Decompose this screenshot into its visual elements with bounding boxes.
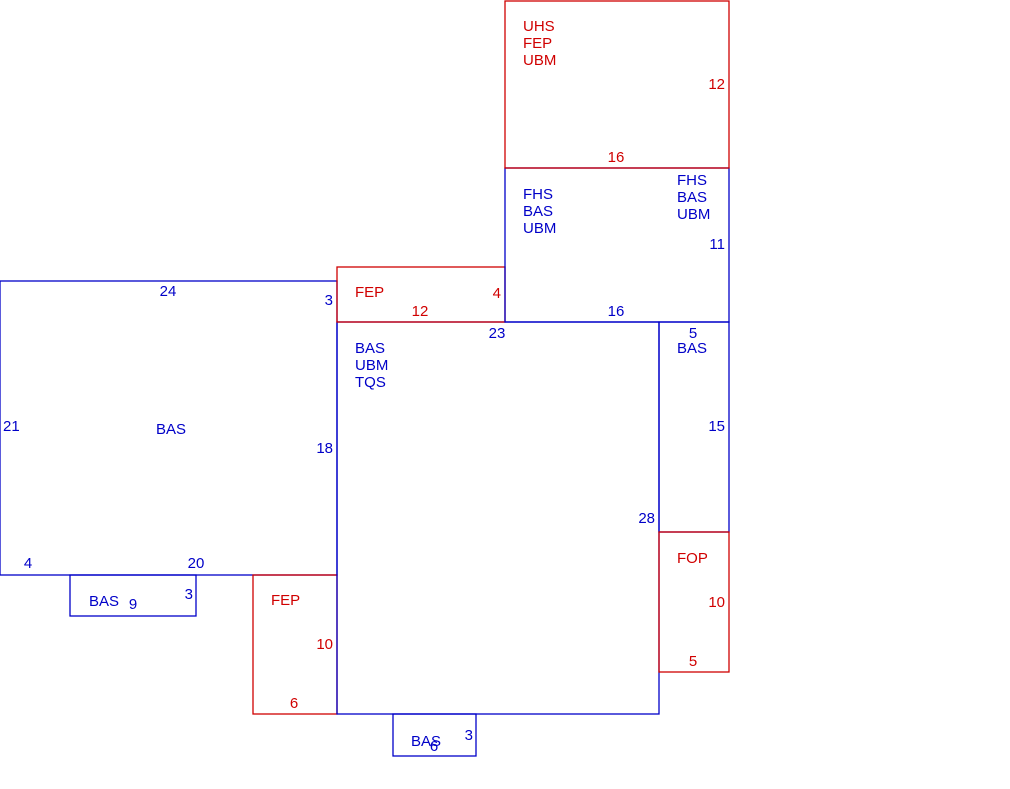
dimension-label: 3: [185, 586, 193, 603]
area-code-label: UBM: [523, 220, 556, 237]
dimension-label: 11: [709, 236, 725, 253]
dimension-label: 20: [188, 555, 205, 572]
area-code-label: BAS: [89, 593, 119, 610]
area-code-label: BAS: [677, 340, 707, 357]
dimension-label: 5: [689, 653, 697, 670]
dimension-label: 10: [316, 636, 333, 653]
dimension-label: 6: [290, 695, 298, 712]
right-fop-outline: [658, 531, 730, 673]
dimension-label: 16: [608, 303, 625, 320]
area-code-label: TQS: [355, 374, 386, 391]
dimension-label: 12: [708, 76, 725, 93]
dimension-label: 24: [160, 283, 177, 300]
area-code-label: BAS: [355, 340, 385, 357]
dimension-label: 18: [316, 440, 333, 457]
dimension-label: 9: [129, 596, 137, 613]
dimension-label: 3: [465, 727, 473, 744]
small-left-outline: [69, 574, 197, 617]
area-code-label: FOP: [677, 550, 708, 567]
area-code-label: FHS: [677, 172, 707, 189]
dimension-label: 15: [708, 418, 725, 435]
dimension-label: 12: [412, 303, 429, 320]
area-code-label: UBM: [355, 357, 388, 374]
dimension-label: 4: [493, 285, 501, 302]
dimension-label: 5: [689, 325, 697, 342]
area-code-label: FHS: [523, 186, 553, 203]
area-code-label: BAS: [411, 733, 441, 750]
area-code-label: BAS: [677, 189, 707, 206]
dimension-label: 4: [24, 555, 32, 572]
dimension-label: 3: [325, 292, 333, 309]
area-code-label: FEP: [523, 35, 552, 52]
dimension-label: 10: [708, 594, 725, 611]
area-code-label: UHS: [523, 18, 555, 35]
dimension-label: 21: [3, 418, 20, 435]
area-code-label: FEP: [355, 284, 384, 301]
dimension-label: 23: [489, 325, 506, 342]
area-code-label: UBM: [677, 206, 710, 223]
dimension-label: 16: [608, 149, 625, 166]
small-bottom-outline: [392, 713, 477, 757]
dimension-label: 28: [638, 510, 655, 527]
area-code-label: BAS: [523, 203, 553, 220]
dimension-label: 6: [430, 738, 438, 755]
area-code-label: UBM: [523, 52, 556, 69]
top-uhs-outline: [504, 0, 730, 169]
area-code-label: FEP: [271, 592, 300, 609]
area-code-label: BAS: [156, 421, 186, 438]
